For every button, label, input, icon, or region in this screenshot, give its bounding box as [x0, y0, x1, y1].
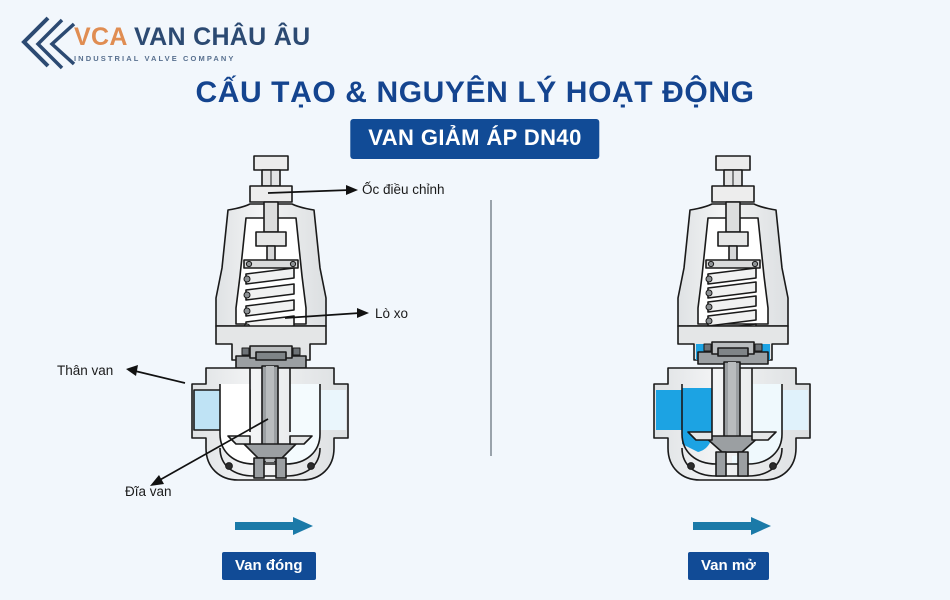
brand-name: VCA VAN CHÂU ÂU — [74, 25, 310, 50]
brand-name-rest: VAN CHÂU ÂU — [126, 23, 311, 51]
status-badge-valve-closed: Van đóng — [222, 552, 316, 580]
vertical-divider — [490, 200, 492, 456]
valve-diagram-closed — [191, 155, 349, 481]
callout-valve-body: Thân van — [57, 363, 114, 378]
callout-spring: Lò xo — [375, 306, 409, 321]
brand-abbr: VCA — [74, 23, 127, 51]
brand-logo: VCA VAN CHÂU ÂU INDUSTRIAL VALVE COMPANY — [18, 14, 310, 74]
valve-diagram-open — [653, 155, 811, 481]
callout-valve-disc: Đĩa van — [125, 484, 172, 499]
callout-adjusting-screw: Ốc điều chỉnh — [362, 182, 445, 197]
flow-arrow-closed-icon — [235, 517, 313, 535]
status-badge-valve-open: Van mở — [688, 552, 769, 580]
flow-arrow-open-icon — [693, 517, 771, 535]
brand-tagline: INDUSTRIAL VALVE COMPANY — [74, 54, 236, 63]
brand-text: VCA VAN CHÂU ÂU INDUSTRIAL VALVE COMPANY — [74, 25, 310, 64]
subtitle-badge: VAN GIẢM ÁP DN40 — [350, 119, 600, 159]
page-title: CẤU TẠO & NGUYÊN LÝ HOẠT ĐỘNG — [195, 76, 755, 109]
diamond-chevron-logo-icon — [18, 14, 82, 74]
